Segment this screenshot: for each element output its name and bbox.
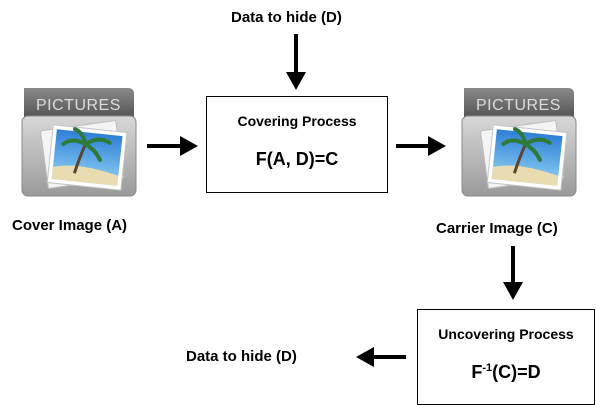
covering-formula: F(A, D)=C — [255, 149, 339, 169]
uncovering-process-box: Uncovering Process F-1(C)=D — [417, 309, 595, 405]
uncovering-process-title: Uncovering Process — [438, 326, 574, 342]
uncovering-formula: F-1(C)=D — [418, 362, 594, 383]
covering-process-box: Covering Process F(A, D)=C — [206, 96, 388, 193]
arrow-uncovering-to-output — [356, 347, 406, 367]
carrier-image-caption: Carrier Image (C) — [436, 220, 558, 237]
top-data-label: Data to hide (D) — [231, 9, 342, 26]
cover-folder-text: PICTURES — [36, 97, 121, 114]
covering-process-title: Covering Process — [237, 113, 357, 129]
arrow-covering-to-carrier — [396, 136, 446, 156]
carrier-pictures-folder-icon: PICTURES — [461, 88, 577, 197]
formula-rest: (C)=D — [492, 362, 541, 382]
arrow-data-to-covering — [286, 34, 306, 90]
arrow-carrier-to-uncovering — [503, 246, 523, 300]
cover-pictures-folder-icon: PICTURES — [21, 88, 137, 197]
bottom-data-label: Data to hide (D) — [186, 348, 297, 365]
arrow-cover-to-covering — [147, 136, 198, 156]
cover-image-caption: Cover Image (A) — [12, 217, 128, 234]
carrier-folder-text: PICTURES — [476, 97, 561, 114]
formula-inverse-sup: -1 — [482, 362, 493, 374]
formula-f: F — [471, 362, 483, 382]
